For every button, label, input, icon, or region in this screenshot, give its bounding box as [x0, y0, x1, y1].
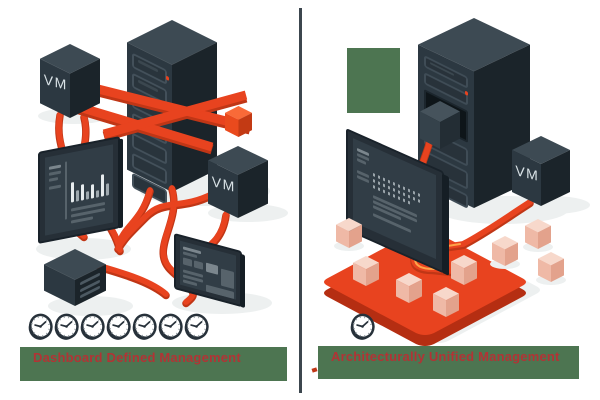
clock-icon	[184, 313, 209, 340]
cube-shadow	[536, 275, 566, 285]
vm-cube-1: VM	[40, 44, 100, 118]
monitor-1-screen	[45, 144, 113, 236]
bar-chart	[71, 161, 109, 203]
clock-icon	[132, 313, 157, 340]
panel-divider	[299, 8, 302, 393]
cube-shadow	[334, 241, 364, 251]
red-connector-cube	[225, 106, 252, 137]
clock-icon	[80, 313, 105, 340]
clock-row-left	[28, 313, 210, 341]
small-server-box	[44, 249, 106, 306]
chart-bar	[96, 190, 99, 198]
workload-cube	[525, 219, 551, 249]
clock-row-right	[350, 313, 376, 341]
cube-shadow	[523, 242, 553, 252]
vm-cube-2: VM	[208, 146, 268, 218]
clock-icon	[158, 313, 183, 340]
right-panel: VM Architecturally Unified Management	[300, 0, 600, 400]
ground-shadow	[172, 292, 272, 314]
chart-bar	[106, 183, 109, 196]
dashboard-monitor-1	[38, 136, 123, 244]
workload-cube	[396, 273, 422, 303]
rack-slot-panel	[127, 42, 172, 206]
monitor-edge	[442, 173, 449, 276]
server-rack-left	[127, 20, 217, 206]
monitor-2-screen	[180, 240, 236, 300]
green-square	[347, 48, 400, 113]
caption-left: Dashboard Defined Management	[33, 350, 241, 365]
chart-bar	[86, 191, 89, 200]
clock-icon	[28, 313, 53, 340]
workload-cube	[538, 252, 564, 282]
vm-cube-right: VM	[512, 136, 570, 206]
rack-module-cube	[420, 101, 460, 149]
caption-banner-right: Architecturally Unified Management	[318, 346, 579, 379]
workload-cube	[353, 256, 379, 286]
clock-icon	[54, 313, 79, 340]
dashboard-monitor-2	[174, 233, 245, 308]
monitor-edge	[118, 138, 123, 229]
chart-bar	[101, 174, 104, 197]
workload-cube	[433, 287, 459, 317]
caption-banner-left: Dashboard Defined Management	[20, 347, 287, 381]
left-panel: VM VM	[20, 20, 287, 381]
clock-icon	[106, 313, 131, 340]
monitor-edge	[240, 253, 245, 308]
cube-shadow	[490, 259, 520, 269]
workload-cube	[492, 236, 518, 266]
caption-right: Architecturally Unified Management	[331, 349, 560, 364]
clock-icon	[350, 313, 375, 340]
chart-bar	[71, 182, 74, 203]
chart-bar	[76, 190, 79, 202]
tiny-red-mark	[311, 367, 318, 373]
chart-bar	[81, 184, 84, 201]
chart-bar	[91, 184, 94, 199]
status-led	[464, 89, 468, 96]
workload-cube	[451, 255, 477, 285]
